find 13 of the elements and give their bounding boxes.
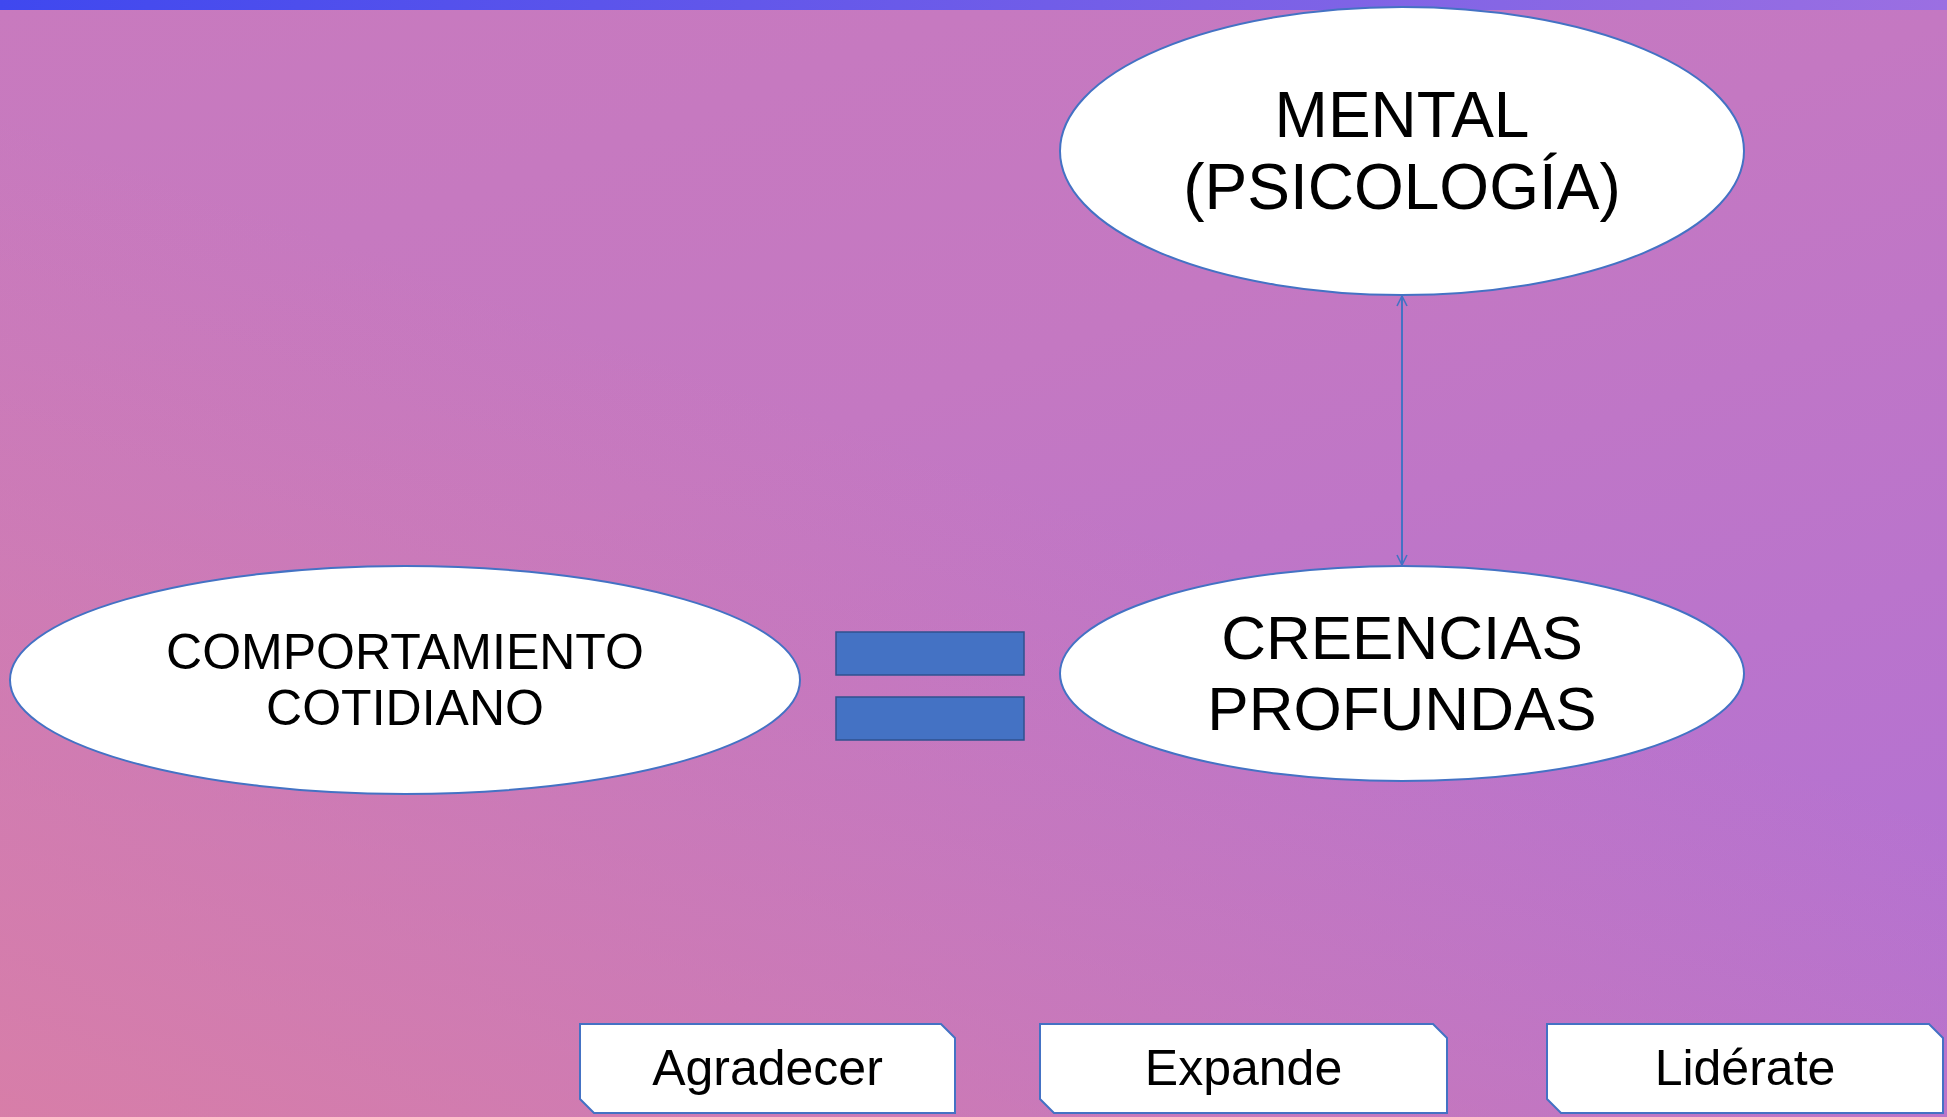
node-label: COMPORTAMIENTO COTIDIANO bbox=[165, 623, 645, 737]
node-label: Expande bbox=[1144, 1040, 1343, 1097]
node-label: Agradecer bbox=[652, 1040, 883, 1097]
snipped-box bbox=[1039, 1023, 1448, 1114]
snipped-box bbox=[1546, 1023, 1944, 1114]
snipped-box bbox=[579, 1023, 956, 1114]
ellipse-node bbox=[9, 565, 801, 795]
node-label: Lidérate bbox=[1654, 1040, 1836, 1097]
ellipse-node bbox=[1059, 6, 1745, 296]
double-arrow bbox=[1396, 295, 1408, 566]
node-label: MENTAL (PSICOLOGÍA) bbox=[1182, 78, 1622, 224]
node-label: CREENCIAS PROFUNDAS bbox=[1206, 603, 1598, 744]
ellipse-node bbox=[1059, 565, 1745, 782]
